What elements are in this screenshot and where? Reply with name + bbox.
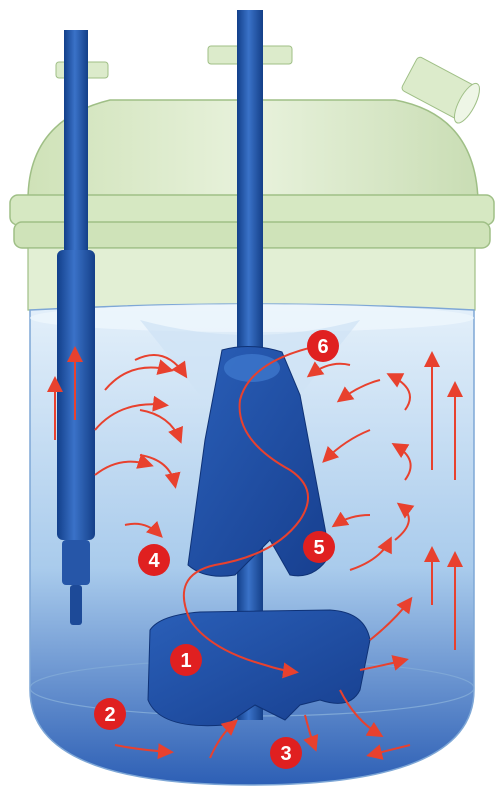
svg-text:6: 6 [317,336,328,358]
probe-shaft [64,30,88,255]
marker-4: 4 [138,544,170,576]
svg-text:4: 4 [148,550,160,572]
marker-6: 6 [307,330,339,362]
marker-3: 3 [270,737,302,769]
svg-text:1: 1 [180,650,191,672]
svg-text:5: 5 [313,537,324,559]
svg-text:2: 2 [104,704,115,726]
svg-text:3: 3 [280,743,291,765]
marker-5: 5 [303,531,335,563]
marker-2: 2 [94,698,126,730]
probe-tip [70,585,82,625]
marker-1: 1 [170,644,202,676]
probe-collar [62,540,90,585]
